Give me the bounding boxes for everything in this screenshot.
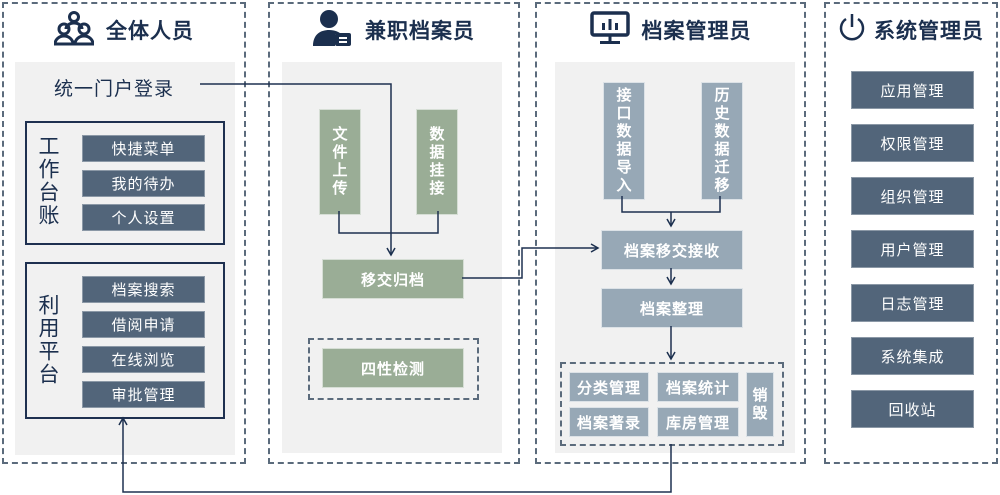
- borrow-request-button[interactable]: 借阅申请: [82, 311, 205, 338]
- column-header: 全体人员: [4, 10, 244, 50]
- column-header: 兼职档案员: [270, 10, 518, 50]
- classification-button[interactable]: 分类管理: [569, 372, 649, 402]
- column-part-time-archivist: 兼职档案员 文件上传 数据挂接 移交归档 四性检测: [268, 2, 520, 464]
- usage-platform-label: 利用平台: [36, 294, 60, 386]
- online-browse-button[interactable]: 在线浏览: [82, 346, 205, 373]
- archive-search-button[interactable]: 档案搜索: [82, 276, 205, 303]
- four-checks-button[interactable]: 四性检测: [322, 348, 464, 388]
- approval-management-button[interactable]: 审批管理: [82, 381, 205, 408]
- organize-button[interactable]: 档案整理: [601, 288, 743, 328]
- portal-login-link[interactable]: 统一门户登录: [54, 78, 175, 100]
- monitor-chart-icon: [589, 11, 630, 49]
- modules-frame: [560, 362, 784, 446]
- permission-management-button[interactable]: 权限管理: [851, 124, 974, 162]
- four-checks-frame: [308, 338, 479, 400]
- workbench-label: 工作台账: [36, 135, 60, 227]
- destroy-button[interactable]: 销毁: [746, 372, 774, 437]
- system-integration-button[interactable]: 系统集成: [851, 337, 974, 375]
- user-management-button[interactable]: 用户管理: [851, 230, 974, 268]
- recycle-bin-button[interactable]: 回收站: [851, 390, 974, 428]
- column-header: 档案管理员: [537, 10, 804, 50]
- data-mount-button[interactable]: 数据挂接: [416, 109, 458, 215]
- column-system-admin: 系统管理员 应用管理 权限管理 组织管理 用户管理 日志管理 系统集成 回收站: [824, 2, 998, 464]
- my-todos-button[interactable]: 我的待办: [82, 170, 205, 197]
- file-upload-button[interactable]: 文件上传: [319, 109, 361, 215]
- statistics-button[interactable]: 档案统计: [657, 372, 739, 402]
- log-management-button[interactable]: 日志管理: [851, 284, 974, 322]
- history-migration-button[interactable]: 历史数据迁移: [701, 82, 743, 200]
- column-title: 系统管理员: [874, 19, 984, 43]
- quick-menu-button[interactable]: 快捷菜单: [82, 135, 205, 162]
- column-title: 兼职档案员: [365, 19, 475, 43]
- transfer-receive-button[interactable]: 档案移交接收: [601, 230, 743, 270]
- app-management-button[interactable]: 应用管理: [851, 71, 974, 109]
- column-header: 系统管理员: [826, 10, 996, 50]
- cataloging-button[interactable]: 档案著录: [569, 407, 649, 437]
- user-card-icon: [313, 9, 353, 51]
- users-group-icon: [53, 10, 95, 50]
- column-archive-manager: 档案管理员 接口数据导入 历史数据迁移 档案移交接收 档案整理 分类管理 档案统…: [535, 2, 806, 464]
- column-title: 档案管理员: [641, 19, 752, 43]
- column-title: 全体人员: [106, 19, 194, 43]
- org-management-button[interactable]: 组织管理: [851, 177, 974, 215]
- power-icon: [838, 13, 866, 47]
- warehouse-button[interactable]: 库房管理: [657, 407, 739, 437]
- column-all-staff: 全体人员 统一门户登录 工作台账 快捷菜单 我的待办 个人设置 利用平台 档案搜…: [2, 2, 246, 464]
- interface-import-button[interactable]: 接口数据导入: [603, 82, 645, 200]
- personal-settings-button[interactable]: 个人设置: [82, 204, 205, 231]
- transfer-archive-button[interactable]: 移交归档: [322, 259, 464, 299]
